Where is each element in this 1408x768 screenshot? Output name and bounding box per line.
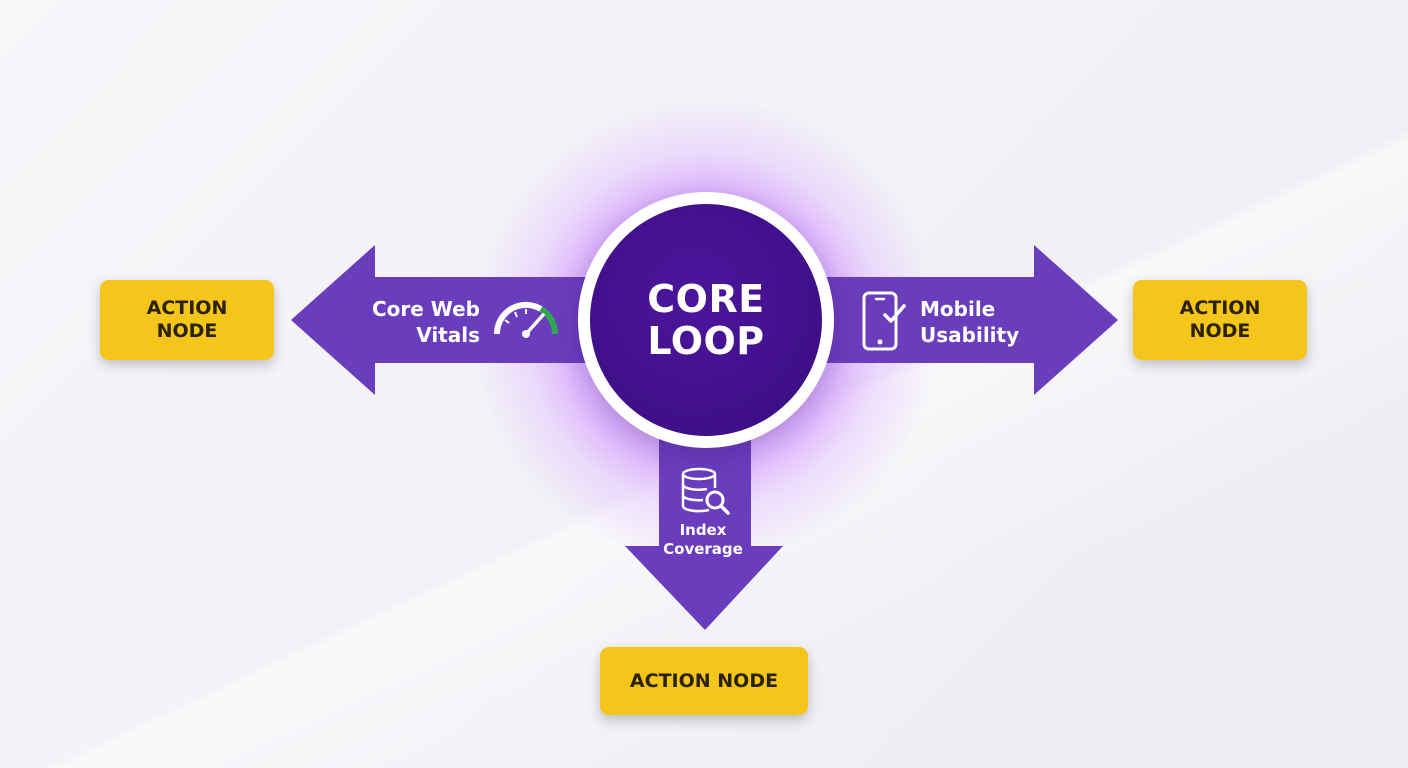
action-node-left: ACTION NODE bbox=[100, 280, 274, 360]
action-node-right-label: ACTION NODE bbox=[1179, 297, 1261, 342]
action-node-right: ACTION NODE bbox=[1133, 280, 1307, 360]
database-search-icon bbox=[681, 467, 730, 515]
action-node-left-label: ACTION NODE bbox=[146, 297, 228, 342]
core-loop-circle: CORE LOOP bbox=[578, 192, 834, 448]
action-node-bottom-label: ACTION NODE bbox=[629, 669, 779, 692]
right-arrow bbox=[810, 245, 1118, 395]
action-node-bottom: ACTION NODE bbox=[600, 647, 808, 715]
core-loop-title: CORE LOOP bbox=[647, 277, 765, 363]
left-arrow bbox=[291, 245, 600, 395]
branch-label-index-coverage: Index Coverage bbox=[663, 521, 743, 558]
bottom-arrow bbox=[625, 430, 783, 630]
mobile-check-icon bbox=[862, 291, 906, 351]
speedometer-icon bbox=[493, 301, 559, 338]
branch-label-core-web-vitals: Core Web Vitals bbox=[371, 297, 480, 347]
branch-label-mobile-usability: Mobile Usability bbox=[920, 297, 1020, 347]
